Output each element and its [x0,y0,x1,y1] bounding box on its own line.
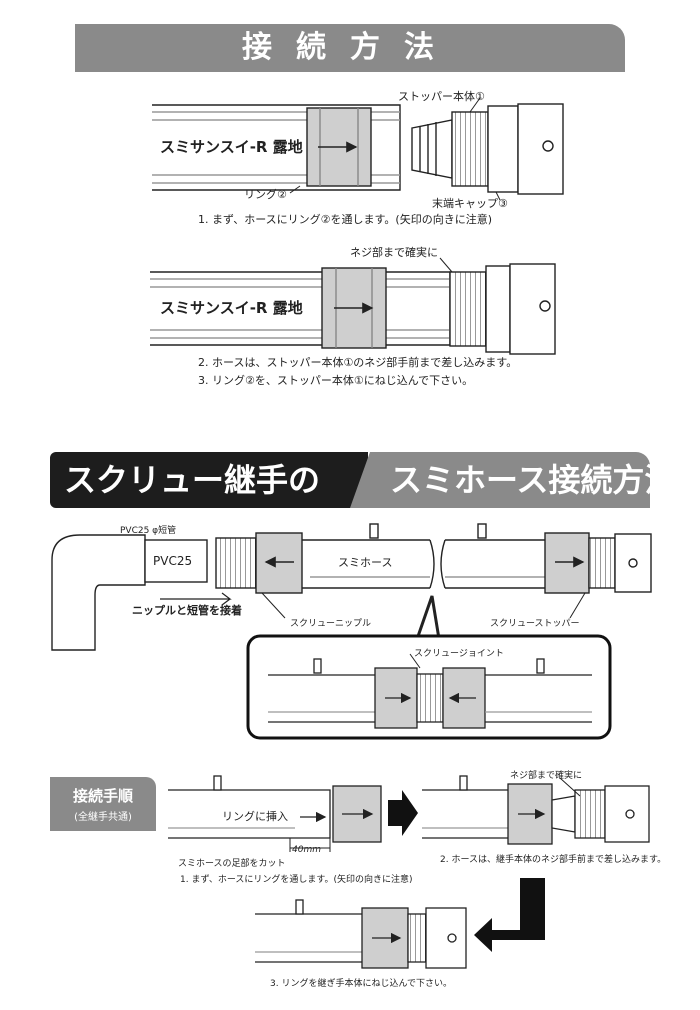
thread-check-label: ネジ部まで確実に [350,246,438,259]
proc-step-2-text: 2. ホースは、継手本体のネジ部手前まで差し込みます。 [440,855,667,865]
procedure-box: 接続手順 (全継手共通) [50,777,156,831]
diagram-step1 [152,97,564,201]
hose-label: スミホース [338,556,393,569]
banner-title-right: スミホース接続方法 [350,452,650,508]
step-2-text: 2. ホースは、ストッパー本体①のネジ部手前まで差し込みます。 [198,356,518,369]
proc-step-1-text: 1. まず、ホースにリングを通します。(矢印の向きに注意) [180,875,413,885]
screw-joint-label: スクリュージョイント [414,649,504,659]
dimension-label: 40mm [292,845,321,855]
ring-label: リング② [244,188,287,201]
step-3-text: 3. リング②を、ストッパー本体①にねじ込んで下さい。 [198,374,474,387]
hose-tube [152,104,401,191]
pvc-pipe-label: PVC25 φ短管 [120,526,177,536]
screw-nipple-label: スクリューニップル [290,619,372,629]
end-cap-label: 末端キャップ③ [432,197,508,210]
nipple-connect-label: ニップルと短管を接着 [132,604,242,617]
screw-joint-banner: スクリュー継手の スミホース接続方法 [50,452,650,508]
procedure-title: 接続手順 [72,787,133,805]
hose-name-label-1: スミサンスイ-R 露地 [160,138,303,156]
stopper-body-label: ストッパー本体① [398,90,485,103]
section-title: 接続方法 [242,30,458,65]
ring-insert-label: リングに挿入 [222,810,288,823]
section-title-banner: 接続方法 [75,24,625,72]
hose-name-label-2: スミサンスイ-R 露地 [160,299,303,317]
banner-title-left: スクリュー継手の [50,452,368,508]
diagram-procedure [168,775,650,969]
pvc-label: PVC25 [153,554,193,568]
screw-stopper-label: スクリューストッパー [490,619,580,629]
proc-step-3-text: 3. リングを継ぎ手本体にねじ込んで下さい。 [270,979,452,989]
procedure-subtitle: (全継手共通) [74,812,132,823]
cut-label: スミホースの足部をカット [178,859,286,869]
step-1-text: 1. まず、ホースにリング②を通します。(矢印の向きに注意) [198,213,493,226]
diagram-step2 [150,257,556,355]
diagram-screw-joint [51,523,652,651]
screw-joint-detail [268,653,592,729]
proc-thread-check-label: ネジ部まで確実に [510,771,583,781]
